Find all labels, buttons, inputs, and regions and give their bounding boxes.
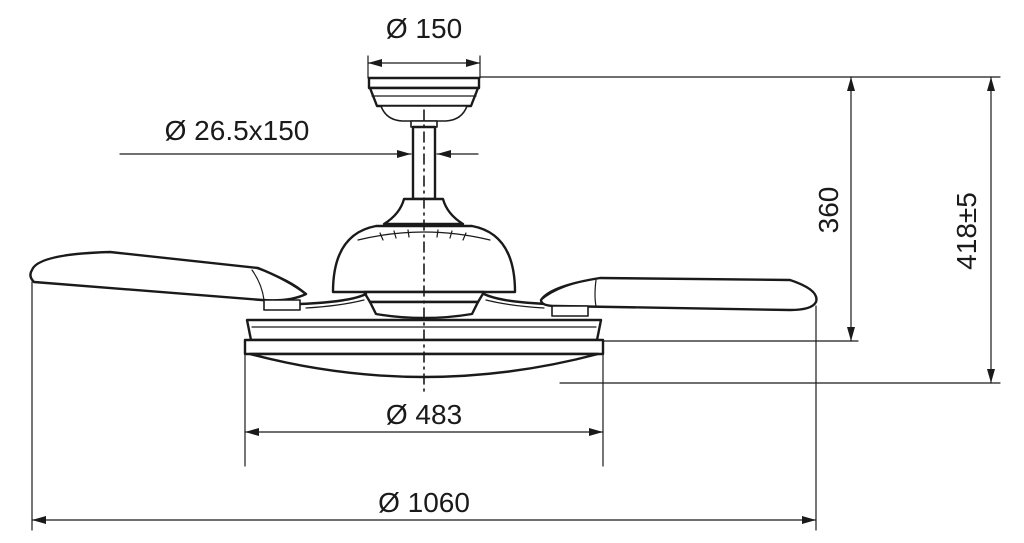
dim-label-418: 418±5 — [951, 192, 982, 270]
motor-vents — [379, 229, 467, 241]
arrow-down-icon — [987, 369, 995, 383]
arrow-right-icon — [466, 59, 480, 67]
left-blade — [29, 250, 308, 311]
dim-blade-span — [31, 281, 817, 531]
dim-label-360: 360 — [813, 187, 844, 234]
arrow-left-icon — [245, 428, 259, 436]
dim-height-360 — [847, 76, 855, 342]
arrow-up-icon — [847, 77, 855, 91]
dim-label-light: Ø 483 — [386, 399, 462, 430]
dim-canopy — [367, 55, 481, 79]
arrow-right-icon — [589, 428, 603, 436]
blade-arms — [298, 292, 550, 309]
dim-height-418 — [987, 76, 995, 384]
dim-label-blade-span: Ø 1060 — [378, 487, 470, 518]
arrow-down-icon — [847, 327, 855, 341]
arrow-left-icon — [368, 59, 382, 67]
arrow-right-icon — [802, 516, 816, 524]
arrow-right-icon — [397, 150, 411, 158]
dim-light — [244, 353, 604, 467]
right-blade — [539, 276, 818, 317]
arrow-up-icon — [987, 77, 995, 91]
dim-label-canopy: Ø 150 — [386, 13, 462, 44]
dim-downrod — [119, 150, 479, 158]
arrow-left-icon — [32, 516, 46, 524]
arrow-left-icon — [437, 150, 451, 158]
dim-label-downrod: Ø 26.5x150 — [165, 115, 310, 146]
